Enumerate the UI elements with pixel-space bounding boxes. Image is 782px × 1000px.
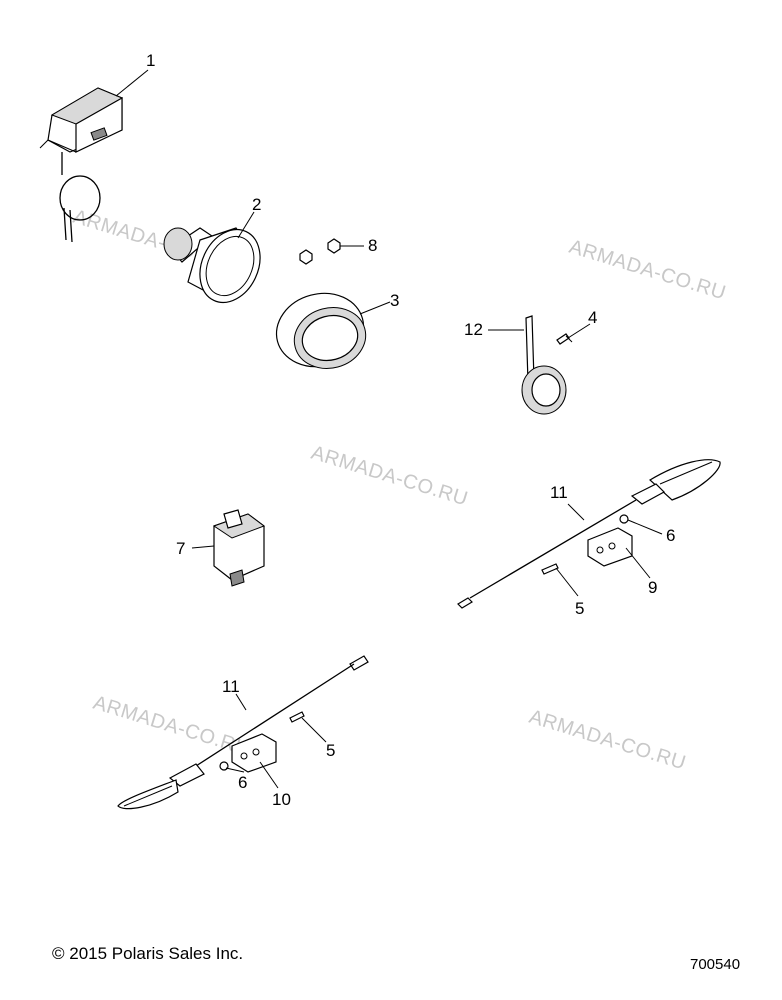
callout-3: 3 [390, 291, 399, 310]
part-2-lamp [163, 227, 261, 304]
part-5-bolt-left [289, 711, 305, 723]
callout-10: 10 [272, 790, 291, 809]
callouts: 1 2 3 4 5 5 6 6 7 8 9 10 11 11 12 [146, 51, 675, 809]
callout-9: 9 [648, 578, 657, 597]
callout-2: 2 [252, 195, 261, 214]
callout-5-left: 5 [326, 741, 335, 760]
callout-11-left: 11 [222, 677, 240, 696]
part-3-ring [275, 292, 367, 369]
callout-4: 4 [588, 308, 597, 327]
callout-11-right: 11 [550, 483, 568, 502]
part-6-washer-left [219, 761, 229, 771]
callout-8: 8 [368, 236, 377, 255]
part-10-bracket [231, 733, 277, 773]
part-7-relay [212, 509, 266, 587]
part-11-signal-left [117, 655, 369, 810]
callout-5-right: 5 [575, 599, 584, 618]
callout-12: 12 [464, 320, 483, 339]
callout-6-left: 6 [238, 773, 247, 792]
part-4-screw [556, 333, 573, 345]
part-6-washer-right [619, 514, 629, 524]
callout-6-right: 6 [666, 526, 675, 545]
watermark-3: ARMADA-CO.RU [309, 442, 471, 511]
watermark-4: ARMADA-CO.RU [91, 692, 253, 761]
diagram-number: 700540 [690, 956, 741, 973]
callout-7: 7 [176, 539, 185, 558]
part-11-signal-right [457, 459, 721, 609]
part-8-nuts [299, 238, 341, 265]
part-12-horn [521, 315, 567, 415]
callout-1: 1 [146, 51, 155, 70]
watermark-2: ARMADA-CO.RU [567, 236, 729, 305]
copyright-notice: © 2015 Polaris Sales Inc. [52, 944, 244, 963]
part-5-bolt-right [541, 563, 559, 575]
watermarks: ARMADA-CO.RU ARMADA-CO.RU ARMADA-CO.RU A… [71, 206, 729, 775]
leader-lines [115, 69, 663, 789]
part-1-module [39, 87, 124, 243]
watermark-5: ARMADA-CO.RU [527, 706, 689, 775]
part-9-bracket [587, 527, 633, 567]
